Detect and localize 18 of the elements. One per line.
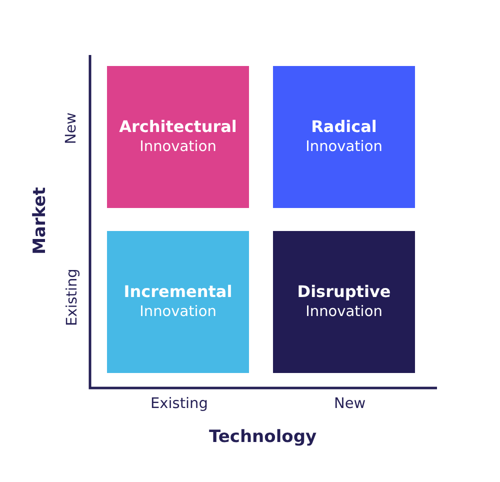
quadrant-title: Incremental xyxy=(124,282,232,302)
axis-tick-label: Existing xyxy=(64,268,81,326)
quadrant-title: Disruptive xyxy=(297,282,391,302)
quadrant-title: Architectural xyxy=(119,117,237,137)
quadrant-box xyxy=(273,66,415,208)
quadrant-box xyxy=(107,231,249,373)
quadrant-box xyxy=(273,231,415,373)
axis-tick-label: New xyxy=(63,112,80,144)
quadrant-subtitle: Innovation xyxy=(306,138,382,157)
quadrant-subtitle: Innovation xyxy=(140,138,216,157)
axis-tick-label: New xyxy=(334,396,366,412)
quadrant-box xyxy=(107,66,249,208)
axis-tick-label: Existing xyxy=(150,396,208,412)
quadrant-subtitle: Innovation xyxy=(306,303,382,322)
axis-title: Market xyxy=(30,187,50,254)
quadrant-title: Radical xyxy=(311,117,377,137)
axis-title: Technology xyxy=(209,428,317,448)
quadrant-subtitle: Innovation xyxy=(140,303,216,322)
